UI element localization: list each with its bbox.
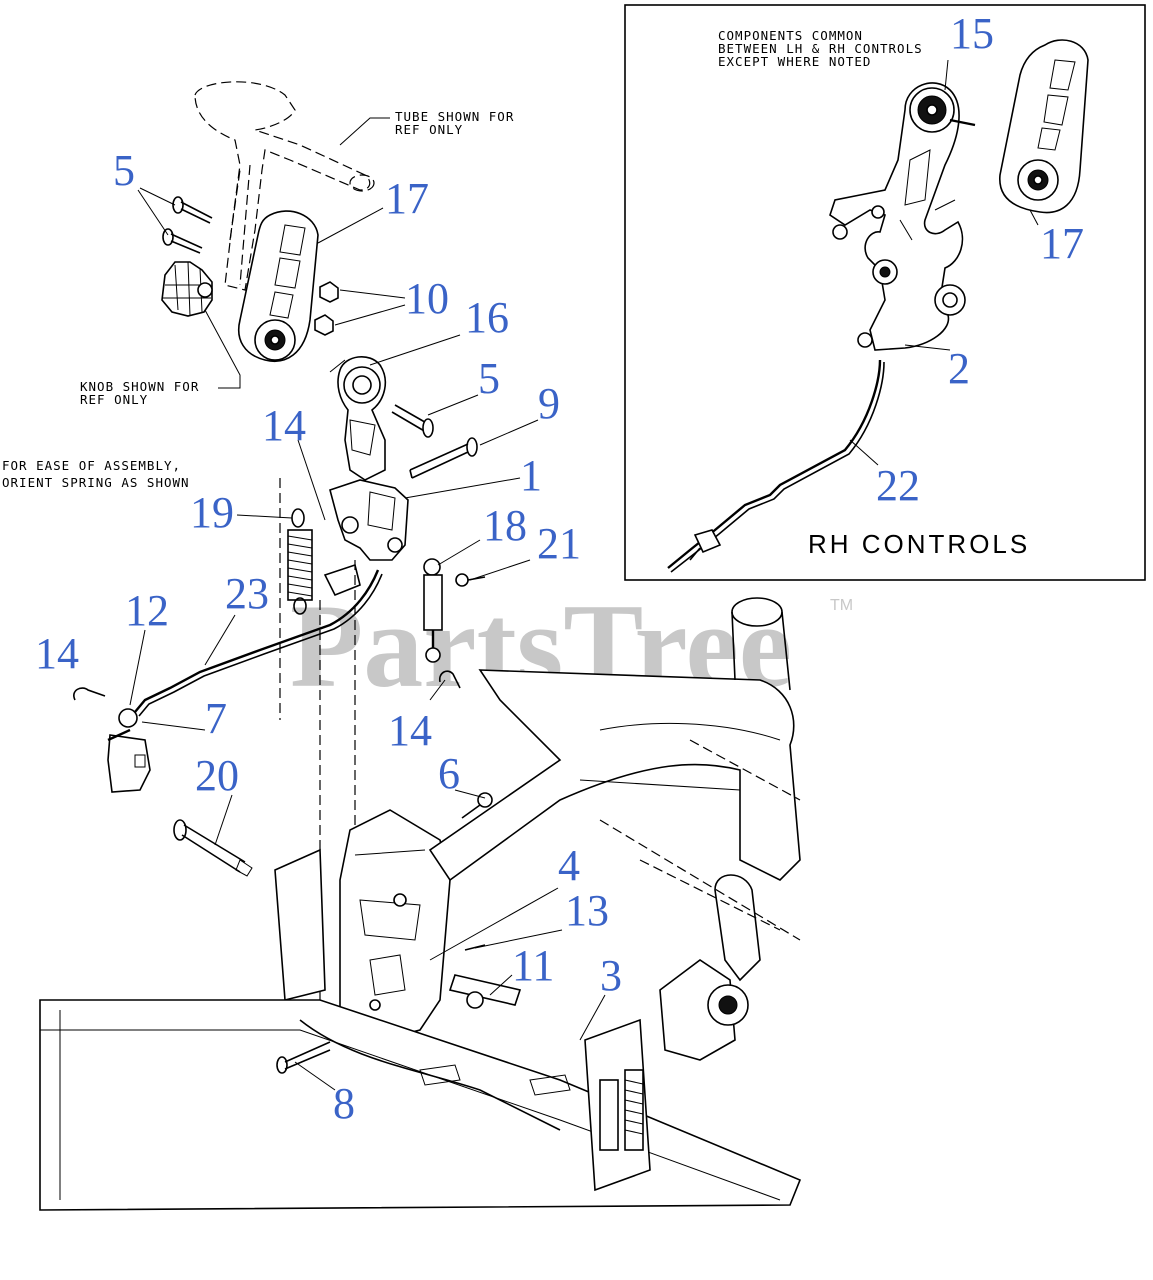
- tube-note: TUBE SHOWN FOR REF ONLY: [339, 109, 514, 146]
- callout-5b: 5: [478, 354, 500, 403]
- control-rod-23: [134, 569, 383, 717]
- callout-5a: 5: [113, 146, 135, 195]
- pin-9: [409, 437, 478, 479]
- callout-14b: 14: [35, 629, 79, 678]
- callout-14c: 14: [388, 706, 432, 755]
- callout-1: 1: [520, 451, 542, 500]
- cotter-pin-14-mid: [438, 670, 461, 689]
- clip-12: [107, 708, 151, 793]
- nuts-10: [314, 281, 339, 336]
- inset-title: RH CONTROLS: [808, 529, 1030, 559]
- gas-spring-18: [423, 558, 443, 663]
- callout-22: 22: [876, 461, 920, 510]
- cotter-pin-14-left: [73, 687, 106, 701]
- inset-frame: [624, 4, 1146, 581]
- callout-9: 9: [538, 379, 560, 428]
- callout-15: 15: [950, 9, 994, 58]
- inset-note-line-2: BETWEEN LH & RH CONTROLS: [718, 41, 923, 56]
- callout-17a: 17: [385, 174, 429, 223]
- tube-note-line-1: TUBE SHOWN FOR: [395, 109, 514, 124]
- callout-11: 11: [512, 941, 554, 990]
- pins-5: [162, 196, 213, 254]
- rh-control-rod: [667, 359, 882, 569]
- callout-6: 6: [438, 749, 460, 798]
- spring-note-line-2: ORIENT SPRING AS SHOWN: [2, 475, 190, 490]
- rh-lever-assembly: [829, 82, 976, 351]
- callout-7: 7: [205, 694, 227, 743]
- callout-4: 4: [558, 841, 580, 890]
- callout-23: 23: [225, 569, 269, 618]
- callout-21: 21: [537, 519, 581, 568]
- spring-19: [287, 508, 313, 615]
- callout-13: 13: [565, 886, 609, 935]
- rh-controls-inset: COMPONENTS COMMON BETWEEN LH & RH CONTRO…: [624, 4, 1146, 581]
- bracket-1: [323, 479, 409, 597]
- watermark-tm: TM: [830, 597, 853, 614]
- callout-8: 8: [333, 1079, 355, 1128]
- knob-note: KNOB SHOWN FOR REF ONLY: [80, 309, 241, 407]
- lever-16: [329, 356, 387, 481]
- ref-tube: [194, 81, 375, 291]
- callout-12: 12: [125, 586, 169, 635]
- knob-note-line-1: KNOB SHOWN FOR: [80, 379, 199, 394]
- lh-handle: [238, 210, 319, 362]
- callout-20: 20: [195, 751, 239, 800]
- inset-note-line-3: EXCEPT WHERE NOTED: [718, 54, 871, 69]
- screw-21: [455, 573, 486, 587]
- spring-note-line-1: FOR EASE OF ASSEMBLY,: [2, 458, 181, 473]
- callout-16: 16: [465, 293, 509, 342]
- callout-2: 2: [948, 344, 970, 393]
- main-frame: [39, 597, 802, 1211]
- leader-lines: [129, 59, 1039, 1091]
- knob-note-line-2: REF ONLY: [80, 392, 148, 407]
- callout-10: 10: [405, 274, 449, 323]
- pin-20: [173, 819, 253, 877]
- callout-19: 19: [190, 488, 234, 537]
- pin-5-right: [391, 404, 434, 438]
- rh-handle: [999, 39, 1089, 214]
- callout-14a: 14: [262, 401, 306, 450]
- callout-18: 18: [483, 501, 527, 550]
- bolt-6: [461, 792, 493, 819]
- callout-3: 3: [600, 951, 622, 1000]
- ref-knob: [161, 261, 213, 317]
- callout-17b: 17: [1040, 219, 1084, 268]
- tube-note-line-2: REF ONLY: [395, 122, 463, 137]
- inset-note-line-1: COMPONENTS COMMON: [718, 28, 863, 43]
